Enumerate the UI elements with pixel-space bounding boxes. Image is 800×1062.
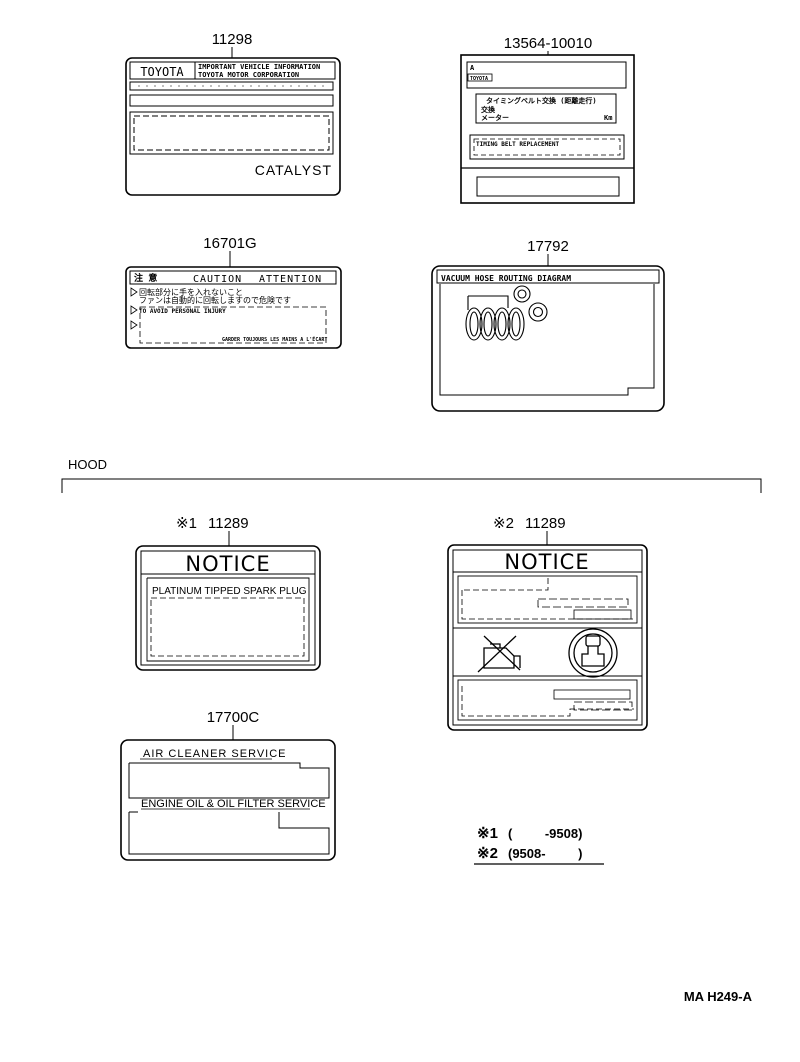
brand-text: TOYOTA	[140, 65, 184, 79]
label-11289-type1: ※1 11289 NOTICE PLATINUM TIPPED SPARK PL…	[135, 515, 321, 671]
header-line2: TOYOTA MOTOR CORPORATION	[198, 71, 299, 79]
label-a-text: A	[470, 64, 475, 72]
part-number-11289-1: 11289	[208, 515, 249, 532]
figure-code: MA H249-A	[684, 989, 753, 1004]
warning-jp: 注 意	[134, 272, 157, 284]
exchange-text: 交換	[481, 105, 496, 114]
instruction-jp-1: 回転部分に手を入れないこと	[139, 287, 243, 297]
hood-section-bracket: HOOD	[61, 457, 762, 493]
notice-title-1: NOTICE	[185, 552, 270, 576]
label-11289-type2: ※2 11289 NOTICE	[447, 515, 648, 731]
timing-belt-text: TIMING BELT REPLACEMENT	[476, 141, 559, 148]
variant-legend: ※1 ( -9508) ※2 (9508- )	[474, 825, 604, 865]
instruction-jp-2: ファンは自動的に回転しますので危険です	[139, 295, 291, 305]
label-16701G: 16701G 注 意 CAUTION ATTENTION 回転部分に手を入れない…	[125, 235, 342, 349]
hood-section-label: HOOD	[68, 457, 107, 472]
part-number-17700C: 17700C	[207, 709, 260, 726]
part-number-16701G: 16701G	[203, 235, 256, 252]
air-cleaner-heading: AIR CLEANER SERVICE	[143, 748, 287, 760]
legend-range-1: ( -9508)	[508, 826, 582, 841]
caution-text: CAUTION	[193, 274, 242, 285]
instruction-fr: GARDER TOUJOURS LES MAINS A L'ÉCART	[222, 335, 327, 343]
variant-mark-2: ※2	[493, 515, 514, 532]
part-number-11289-2: 11289	[525, 515, 566, 532]
part-number-17792: 17792	[527, 238, 569, 255]
notice-title-2: NOTICE	[504, 550, 589, 574]
instruction-en-1: TO AVOID PERSONAL INJURY	[139, 308, 226, 315]
vacuum-hose-diagram-icon	[465, 285, 548, 341]
variant-mark-1: ※1	[176, 515, 197, 532]
spark-plug-text: PLATINUM TIPPED SPARK PLUG	[152, 586, 307, 597]
attention-text: ATTENTION	[259, 274, 322, 285]
timing-jp-text: タイミングベルト交換 (距離走行)	[486, 96, 597, 105]
no-fuel-additive-icon	[477, 635, 521, 673]
legend-range-2: (9508- )	[508, 846, 582, 861]
legend-mark-2: ※2	[477, 845, 498, 862]
oil-filter-heading: ENGINE OIL & OIL FILTER SERVICE	[141, 798, 326, 810]
header-line1: IMPORTANT VEHICLE INFORMATION	[198, 63, 320, 71]
catalyst-text: CATALYST	[255, 162, 332, 178]
meter-text: メーター	[481, 113, 509, 122]
legend-mark-1: ※1	[477, 825, 498, 842]
fuel-nozzle-icon	[568, 628, 618, 678]
part-number-13564: 13564-10010	[504, 35, 592, 52]
label-13564-10010: 13564-10010 A TOYOTA タイミングベルト交換 (距離走行) 交…	[460, 35, 635, 204]
label-17792: 17792 VACUUM HOSE ROUTING DIAGRAM	[431, 238, 665, 412]
part-number-11298: 11298	[212, 31, 253, 48]
km-unit: Km	[604, 114, 612, 122]
vacuum-hose-header: VACUUM HOSE ROUTING DIAGRAM	[441, 274, 571, 283]
label-11298: 11298 TOYOTA IMPORTANT VEHICLE INFORMATI…	[125, 31, 341, 196]
label-17700C: 17700C AIR CLEANER SERVICE ENGINE OIL & …	[120, 709, 336, 861]
toyota-small-text: TOYOTA	[470, 76, 488, 82]
